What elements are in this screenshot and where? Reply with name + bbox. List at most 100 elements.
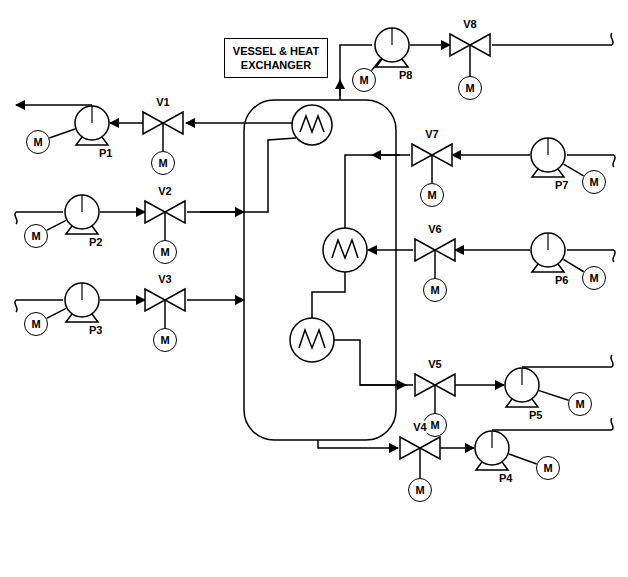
pump-label: P1 [98, 147, 113, 160]
valve-label: V6 [427, 223, 442, 236]
symbol-outline [474, 430, 510, 466]
motor-label: M [415, 484, 424, 496]
pipe [312, 272, 345, 318]
symbol-outline [415, 374, 455, 396]
motor-label: M [543, 462, 552, 474]
pipe-connector [455, 249, 530, 251]
pipe [16, 299, 63, 301]
pump-label: P4 [498, 472, 513, 485]
pump-symbol: P3 [64, 282, 100, 318]
symbol-outline [412, 144, 452, 166]
pump-symbol: P8 [374, 27, 410, 63]
pipe-connector [434, 261, 436, 278]
pipe [187, 299, 244, 301]
pipe [492, 44, 612, 46]
motor-circle: M [568, 392, 592, 416]
symbol-outline [530, 137, 566, 173]
valve-label: V5 [427, 358, 442, 371]
motor-circle: M [408, 478, 432, 502]
pump-symbol: P2 [64, 194, 100, 230]
motor-label: M [160, 334, 169, 346]
pump-symbol: P5 [504, 367, 540, 403]
valve-label: V7 [424, 128, 439, 141]
motor-label: M [575, 398, 584, 410]
pipe-connector [47, 220, 66, 230]
pipe [16, 104, 92, 106]
pipe-connector [164, 311, 166, 328]
valve-symbol: V1 [143, 112, 183, 134]
motor-label: M [589, 176, 598, 188]
pipe [492, 429, 612, 431]
valve-symbol: V2 [145, 201, 185, 223]
symbol-outline [504, 367, 540, 403]
title-box: VESSEL & HEAT EXCHANGER [224, 38, 328, 78]
pipe-connector [419, 459, 421, 478]
symbol-outline [143, 112, 183, 134]
motor-label: M [430, 284, 439, 296]
motor-circle: M [458, 76, 482, 100]
pump-symbol: P7 [530, 137, 566, 173]
pipe-connector [410, 44, 450, 46]
motor-label: M [359, 74, 368, 86]
motor-circle: M [24, 224, 48, 248]
heat-exchanger-coil [323, 228, 367, 272]
pump-symbol: P4 [474, 430, 510, 466]
pipe-connector [509, 454, 537, 464]
valve-symbol: V7 [412, 144, 452, 166]
pipe-connector [100, 299, 145, 301]
symbol-outline [450, 34, 490, 56]
motor-circle: M [420, 183, 444, 207]
symbol-outline [415, 239, 455, 261]
motor-circle: M [352, 68, 376, 92]
symbol-outline [145, 201, 185, 223]
vessel-shell [244, 100, 396, 440]
symbol-outline [64, 282, 100, 318]
pipe-connector [539, 391, 568, 401]
pump-symbol: P1 [74, 105, 110, 141]
motor-circle: M [582, 266, 606, 290]
motor-label: M [430, 419, 439, 431]
pipe-connector [100, 211, 145, 213]
pipe-connector [564, 164, 584, 176]
symbol-outline [400, 437, 440, 459]
symbol-outline [145, 289, 185, 311]
pump-symbol: P6 [530, 232, 566, 268]
motor-circle: M [423, 278, 447, 302]
pipe [368, 249, 413, 251]
motor-circle: M [24, 312, 48, 336]
pump-label: P3 [88, 324, 103, 337]
motor-label: M [427, 189, 436, 201]
valve-label: V2 [157, 185, 172, 198]
pipe [567, 249, 614, 251]
valve-label: V4 [412, 421, 427, 434]
motor-label: M [158, 157, 167, 169]
pump-label: P8 [398, 69, 413, 82]
pipe-connector [563, 259, 583, 271]
valve-symbol: V3 [145, 289, 185, 311]
pipe [334, 340, 413, 385]
motor-circle: M [153, 328, 177, 352]
valve-label: V3 [157, 273, 172, 286]
motor-circle: M [153, 240, 177, 264]
pump-label: P7 [554, 179, 569, 192]
motor-circle: M [582, 170, 606, 194]
pipe-connector [469, 56, 471, 76]
valve-label: V8 [462, 18, 477, 31]
motor-label: M [465, 82, 474, 94]
pipe-connector [434, 396, 436, 413]
motor-label: M [33, 136, 42, 148]
motor-circle: M [536, 456, 560, 480]
valve-symbol: V4 [400, 437, 440, 459]
pump-label: P5 [528, 409, 543, 422]
heat-exchanger-coil [290, 318, 334, 362]
symbol-outline [374, 27, 410, 63]
pipe-connector [431, 166, 433, 183]
pipe-connector [49, 129, 75, 138]
pipe [186, 122, 292, 124]
pipe [16, 211, 63, 213]
pipe [318, 440, 398, 448]
pipe-connector [47, 308, 66, 318]
pipe-connector [110, 122, 143, 124]
valve-symbol: V6 [415, 239, 455, 261]
symbol-outline [530, 232, 566, 268]
